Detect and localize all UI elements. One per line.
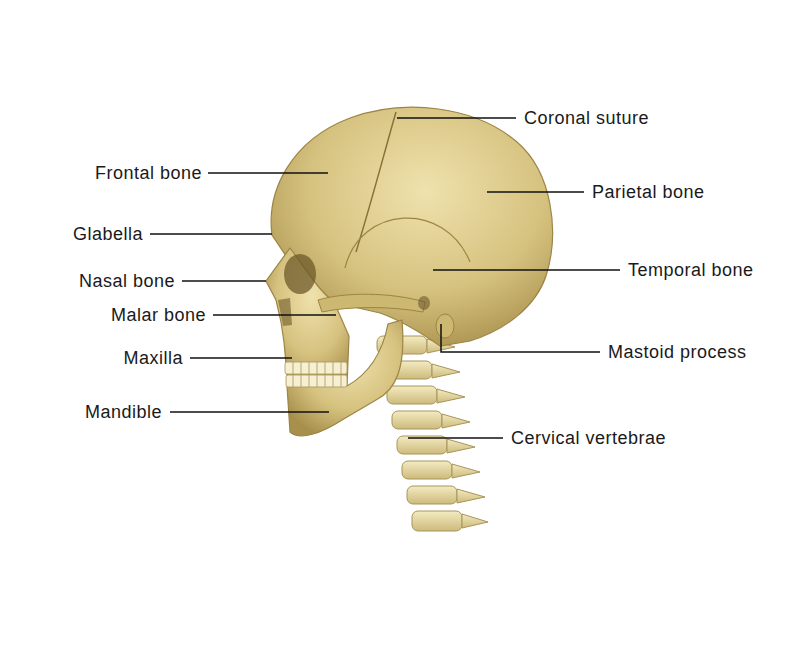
upper-teeth	[285, 362, 347, 374]
facial-bones	[266, 248, 349, 386]
mastoid-bump	[436, 314, 454, 338]
part-label: Temporal bone	[628, 259, 754, 281]
ear-canal	[418, 296, 430, 310]
part-label: Frontal bone	[95, 162, 202, 184]
part-label: Malar bone	[111, 304, 206, 326]
mandible-bone	[287, 320, 403, 436]
nasal-cavity	[278, 298, 292, 326]
leader-line	[170, 411, 329, 413]
eye-orbit	[284, 254, 316, 294]
vertebra	[387, 386, 437, 404]
lower-teeth	[286, 375, 347, 387]
teeth	[285, 362, 347, 387]
part-label: Cervical vertebrae	[511, 427, 666, 449]
coronal-suture-line	[356, 112, 396, 252]
spinous-process	[457, 489, 485, 503]
part-label: Maxilla	[123, 347, 183, 369]
spinous-process	[447, 439, 475, 453]
leader-line	[213, 314, 336, 316]
leader-line	[190, 357, 292, 359]
leader-line	[487, 191, 584, 193]
part-label: Coronal suture	[524, 107, 649, 129]
part-label: Parietal bone	[592, 181, 705, 203]
part-label: Mastoid process	[608, 341, 747, 363]
part-label: Nasal bone	[79, 270, 175, 292]
vertebra	[407, 486, 457, 504]
spinous-process	[462, 514, 488, 528]
leader-line	[150, 233, 272, 235]
tooth-gaps	[293, 362, 341, 387]
vertebra	[392, 411, 442, 429]
part-label: Glabella	[73, 223, 143, 245]
leader-line	[182, 280, 266, 282]
vertebra	[412, 511, 462, 531]
spinous-process	[452, 464, 480, 478]
leader-line	[397, 117, 516, 119]
part-label: Mandible	[85, 401, 162, 423]
spinous-process	[442, 414, 470, 428]
leader-lines	[150, 118, 620, 438]
spinous-process	[437, 389, 465, 403]
vertebra	[402, 461, 452, 479]
temporal-squama	[345, 218, 470, 268]
zygomatic-arch	[318, 294, 425, 312]
leader-line	[433, 269, 620, 271]
leader-line	[441, 324, 600, 352]
spinous-process	[432, 364, 460, 378]
leader-line	[208, 172, 328, 174]
leader-line	[408, 437, 503, 439]
